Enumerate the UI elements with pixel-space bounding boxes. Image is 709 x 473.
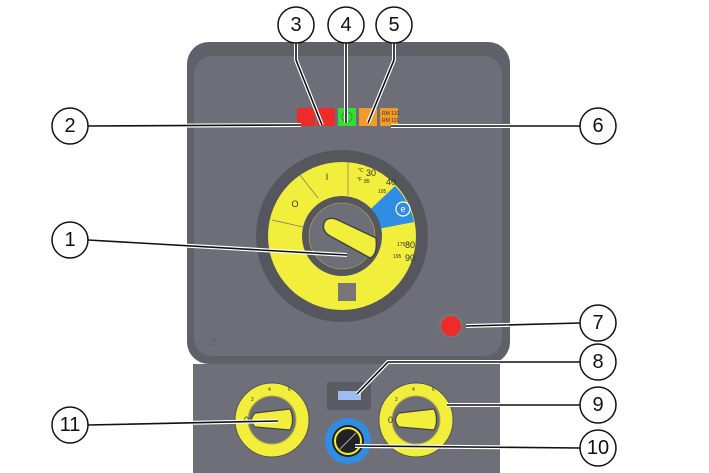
info-icon <box>380 108 398 126</box>
scale-label: 6 <box>432 387 435 393</box>
callouts: 1 2 3 4 5 6 7 8 9 10 11 <box>51 6 617 467</box>
callout-9 <box>579 386 617 424</box>
indicator-lights: RM 110 RM 111 <box>297 108 399 126</box>
scale-label: 40 <box>386 177 396 187</box>
off-label: O <box>291 199 298 209</box>
eco-icon <box>395 201 411 217</box>
leader-lines <box>87 43 581 450</box>
callout-number: 5 <box>388 14 399 36</box>
warning-light-icon <box>297 108 315 126</box>
callout-number: 6 <box>592 115 603 137</box>
indicator-text: RM 110 <box>382 111 399 117</box>
callout-number: 9 <box>592 394 603 416</box>
scale-label: 2 <box>251 397 254 403</box>
scale-label: 90 <box>405 253 415 263</box>
right-knob[interactable]: 0 2 4 6 <box>378 382 454 458</box>
callout-2 <box>51 107 89 145</box>
callout-number: 7 <box>592 312 603 334</box>
callout-number: 4 <box>340 14 351 36</box>
scale-label: 30 <box>366 168 376 178</box>
scale-label: 0 <box>388 415 393 425</box>
callout-8 <box>579 343 617 381</box>
celsius-label: °C <box>358 168 364 174</box>
scale-label: 4 <box>412 387 415 393</box>
display <box>338 391 361 400</box>
callout-number: 11 <box>60 414 81 436</box>
on-label: I <box>326 172 329 182</box>
red-button[interactable] <box>441 316 461 336</box>
callout-4 <box>327 6 365 44</box>
fahrenheit-label: °F <box>357 177 362 183</box>
scale-label: 175 <box>397 242 406 248</box>
scale-label: 6 <box>288 387 291 393</box>
callout-1 <box>51 221 89 259</box>
scale-label: 4 <box>268 387 271 393</box>
indicator-text: RM 111 <box>382 118 399 124</box>
callout-number: 1 <box>64 229 75 251</box>
selector-knob-handle[interactable] <box>322 217 378 259</box>
warning-triangle-icon: △ <box>210 336 218 347</box>
callout-number: 10 <box>587 437 609 459</box>
scale-label: 80 <box>405 240 415 250</box>
eco-label: e <box>400 204 405 214</box>
callout-6 <box>579 107 617 145</box>
qr-code <box>338 283 356 301</box>
callout-10 <box>579 429 617 467</box>
callout-number: 8 <box>592 351 603 373</box>
scale-label: 105 <box>378 189 387 195</box>
pressure-gauge <box>325 418 371 464</box>
scale-label: 195 <box>393 254 402 260</box>
callout-5 <box>375 6 413 44</box>
callout-11 <box>51 406 89 444</box>
callout-3 <box>277 6 315 44</box>
callout-number: 2 <box>64 115 75 137</box>
callout-number: 3 <box>290 14 301 36</box>
scale-label: 85 <box>364 179 370 185</box>
callout-7 <box>579 304 617 342</box>
scale-label: 2 <box>395 397 398 403</box>
main-selector-dial[interactable]: e O I °C 30 40 °F 85 105 80 90 175 195 <box>256 150 428 322</box>
